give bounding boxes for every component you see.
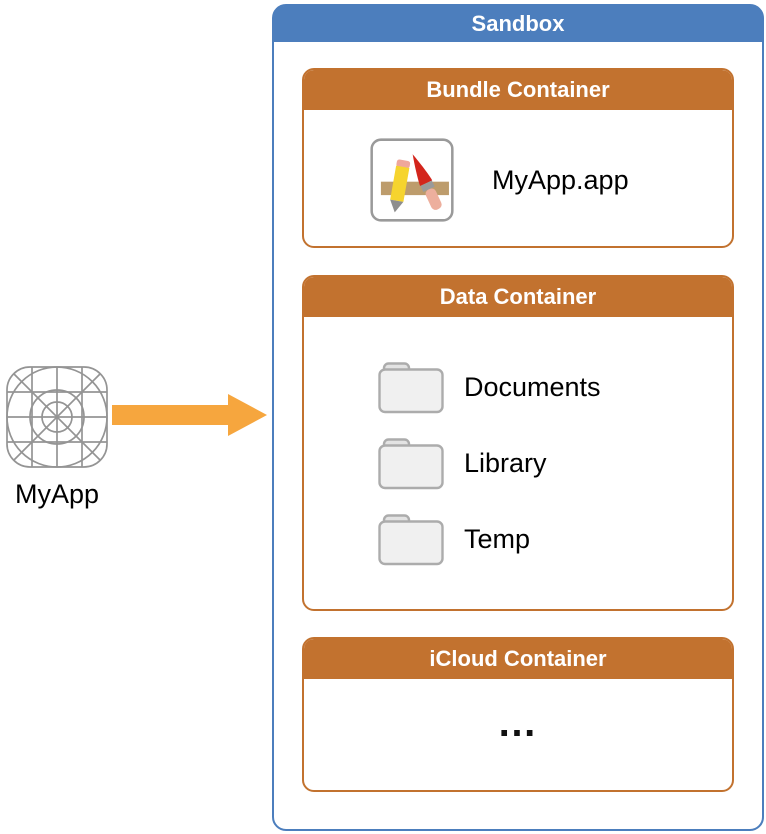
myapp-app-label: MyApp.app	[492, 164, 629, 195]
app-icon-grid-wireframe-icon	[6, 366, 108, 468]
data-container-box: Data Container Documents Library Temp	[302, 275, 734, 611]
icloud-container-title: iCloud Container	[304, 639, 732, 679]
sandbox-title: Sandbox	[274, 6, 762, 42]
data-container-title: Data Container	[304, 277, 732, 317]
ellipsis-placeholder: …	[497, 700, 539, 745]
icloud-container-content: …	[304, 679, 732, 790]
icloud-container-box: iCloud Container …	[302, 637, 734, 792]
folder-row-library: Library	[378, 437, 732, 490]
folder-icon	[378, 514, 444, 566]
folder-icon	[378, 362, 444, 414]
folder-label-library: Library	[464, 448, 547, 478]
data-container-content: Documents Library Temp	[304, 317, 732, 566]
app-name-label: MyApp	[14, 479, 100, 509]
folder-label-temp: Temp	[464, 524, 531, 554]
bundle-container-title: Bundle Container	[304, 70, 732, 110]
folder-icon	[378, 438, 444, 490]
app-side: MyApp	[3, 363, 111, 509]
folder-row-documents: Documents	[378, 361, 732, 414]
sandbox-box: Sandbox Bundle Container	[272, 4, 764, 831]
bundle-container-content: MyApp.app	[304, 110, 732, 246]
folder-row-temp: Temp	[378, 513, 732, 566]
right-arrow-icon	[112, 394, 267, 436]
folder-label-documents: Documents	[464, 372, 601, 402]
myapp-app-bundle-icon	[370, 138, 454, 222]
bundle-container-box: Bundle Container MyApp.	[302, 68, 734, 248]
